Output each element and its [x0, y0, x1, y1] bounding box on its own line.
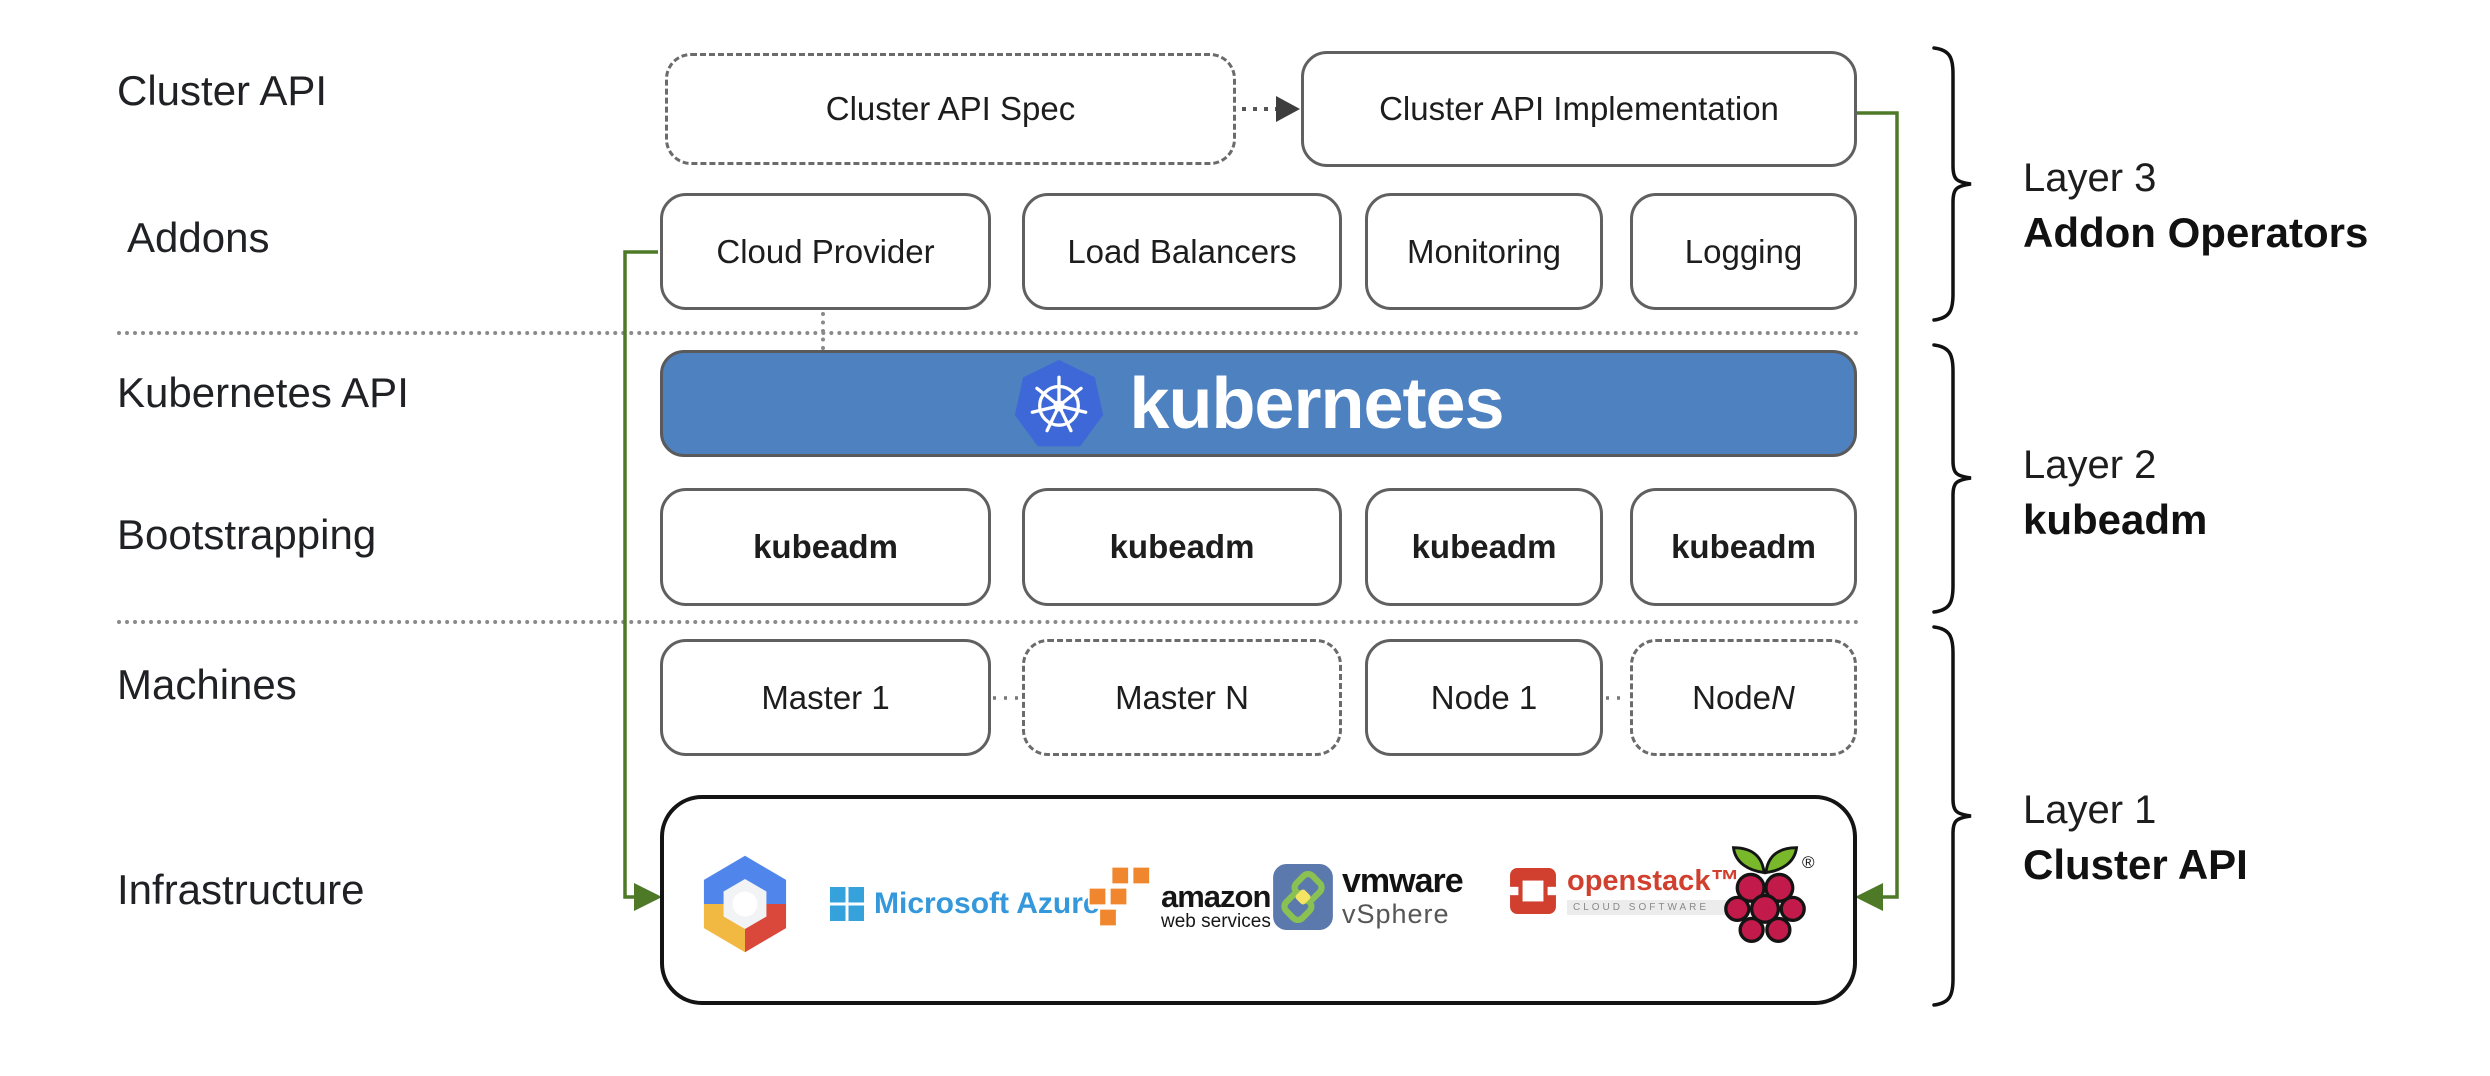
row-label-machines: Machines: [117, 661, 297, 708]
layer-3-subtitle: Addon Operators: [2023, 209, 2369, 256]
aws-logo: amazon web services: [1087, 865, 1271, 935]
row-label-cluster-api: Cluster API: [117, 67, 328, 114]
layer-2-label: Layer 2 kubeadm: [2023, 443, 2207, 544]
cloud-provider-box: Cloud Provider: [660, 193, 991, 310]
kubernetes-wordmark: kubernetes: [1129, 363, 1504, 444]
vsphere-subtext: vSphere: [1342, 898, 1450, 929]
logging-box: Logging: [1630, 193, 1857, 310]
microsoft-azure-logo: Microsoft Azure: [830, 887, 1100, 921]
aws-subtext: web services: [1161, 911, 1271, 933]
raspberry-pi-icon: [1724, 846, 1806, 944]
green-connector-left: [623, 250, 662, 911]
raspberry-pi-logo: ®: [1722, 839, 1815, 956]
layer-1-brace-icon: [1932, 625, 1972, 1007]
section-divider-top: [117, 331, 1860, 335]
kubeadm-box-4: kubeadm: [1630, 488, 1857, 606]
load-balancers-box: Load Balancers: [1022, 193, 1342, 310]
aws-cubes-icon: [1087, 865, 1151, 928]
layer-2-subtitle: kubeadm: [2023, 496, 2208, 543]
node-n-box: Node N: [1630, 639, 1857, 756]
raspberry-registered-mark: ®: [1802, 853, 1815, 872]
kubernetes-wheel-icon: [1015, 359, 1104, 446]
node-n-label: Node: [1692, 678, 1772, 716]
node-1-box: Node 1: [1365, 639, 1603, 756]
row-label-kubernetes-api: Kubernetes API: [117, 369, 409, 416]
kubernetes-banner: kubernetes: [660, 350, 1857, 457]
vmware-wordmark: vmware: [1342, 861, 1464, 900]
row-label-bootstrapping: Bootstrapping: [117, 511, 377, 558]
layer-3-brace-icon: [1932, 46, 1972, 322]
openstack-icon: [1509, 868, 1557, 914]
layer-1-subtitle: Cluster API: [2023, 841, 2248, 888]
cluster-api-spec-box: Cluster API Spec: [665, 53, 1236, 165]
section-divider-bottom: [117, 620, 1860, 624]
layer-3-label: Layer 3 Addon Operators: [2023, 156, 2368, 257]
openstack-logo: openstack™ CLOUD SOFTWARE: [1509, 865, 1740, 915]
layer-1-label: Layer 1 Cluster API: [2023, 788, 2248, 889]
vmware-vsphere-logo: vmware vSphere: [1272, 861, 1464, 931]
cloud-provider-to-kubernetes-connector: [821, 312, 825, 350]
master-1-box: Master 1: [660, 639, 991, 756]
vsphere-icon: [1273, 864, 1333, 930]
openstack-wordmark: openstack™: [1567, 865, 1740, 897]
monitoring-box: Monitoring: [1365, 193, 1603, 310]
infrastructure-box: Microsoft Azure amazon web services: [660, 795, 1857, 1005]
openstack-subtext: CLOUD SOFTWARE: [1567, 900, 1740, 915]
google-cloud-logo: [703, 855, 787, 953]
row-label-infrastructure: Infrastructure: [117, 866, 365, 913]
node-n-variable: N: [1771, 678, 1795, 716]
layer-1-title: Layer 1: [2023, 788, 2157, 832]
amazon-wordmark: amazon: [1161, 879, 1271, 915]
layer-2-brace-icon: [1932, 343, 1972, 614]
microsoft-flag-icon: [830, 887, 864, 921]
green-connector-right: [1855, 111, 1899, 911]
kubeadm-box-2: kubeadm: [1022, 488, 1342, 606]
layer-2-title: Layer 2: [2023, 443, 2157, 487]
layer-3-title: Layer 3: [2023, 156, 2157, 200]
cluster-api-implementation-box: Cluster API Implementation: [1301, 51, 1857, 167]
spec-to-implementation-arrow: [1242, 96, 1300, 122]
kubeadm-box-3: kubeadm: [1365, 488, 1603, 606]
azure-wordmark: Microsoft Azure: [874, 887, 1100, 920]
master-n-box: Master N: [1022, 639, 1342, 756]
row-label-addons: Addons: [127, 214, 270, 261]
kubeadm-box-1: kubeadm: [660, 488, 991, 606]
